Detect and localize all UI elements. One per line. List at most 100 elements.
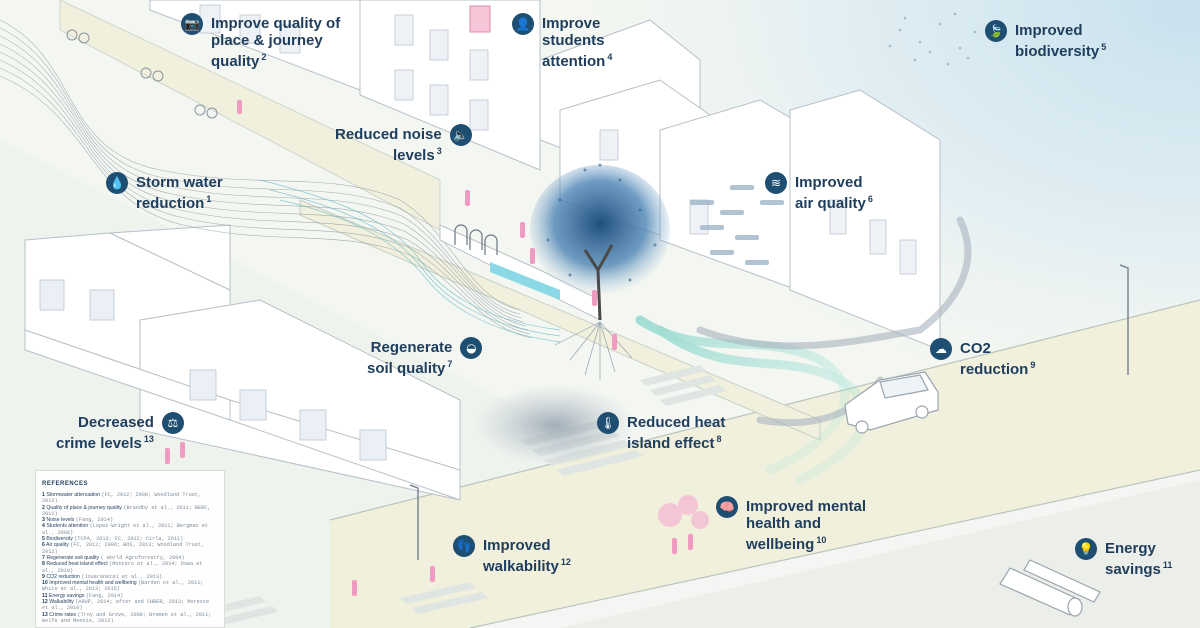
- reference-row: 3 Noise levels (Fang, 2014): [42, 517, 218, 523]
- thermometer-icon: 🌡: [597, 412, 619, 434]
- reference-source: (Jouaraneta1 et al., 2013): [81, 573, 163, 580]
- reference-title: Noise levels: [44, 517, 76, 524]
- reference-number: 6: [42, 542, 45, 549]
- reference-source: (ARUP, 2014; after and CHBER, 2013; More…: [42, 599, 210, 612]
- reference-row: 13 Crime rates (Troy and Grove, 2008; Br…: [42, 612, 218, 625]
- reference-number: 5: [42, 536, 45, 543]
- reference-title: Stormwater attenuation: [44, 492, 102, 498]
- reference-source: (Troy and Grove, 2008; Bremen et al., 20…: [42, 611, 212, 624]
- benefit-label-text: Improve quality of place & journey quali…: [211, 15, 341, 70]
- benefit-reference-number: 3: [436, 146, 442, 156]
- reference-row: 7 Regenerate soil quality ( World Agrofo…: [42, 555, 218, 561]
- camera-icon: 📷: [181, 13, 203, 35]
- heat-shadow-cloud: [475, 385, 635, 465]
- benefit-label-place: 📷 Improve quality of place & journey qual…: [181, 13, 341, 70]
- benefit-reference-number: 8: [716, 434, 722, 444]
- tree-canopy: [530, 165, 670, 295]
- pink-window: [469, 5, 491, 33]
- reference-title: Students attention: [44, 523, 90, 530]
- reference-row: 2 Quality of place & journey quality (Br…: [42, 505, 218, 518]
- reference-title: Quality of place & journey quality: [44, 504, 124, 511]
- reference-row: 9 CO2 reduction (Jouaraneta1 et al., 201…: [42, 574, 218, 580]
- street-lamps: [409, 264, 1129, 560]
- crosswalk-right: [640, 365, 726, 406]
- head-icon: 🧠: [716, 496, 738, 518]
- cyclists: [66, 29, 218, 119]
- benefit-reference-number: 12: [560, 557, 571, 567]
- blossom-tree: [658, 495, 709, 529]
- biodiversity-particles: [888, 12, 977, 66]
- benefit-reference-number: 13: [143, 434, 154, 444]
- reference-title: Energy savings: [47, 592, 86, 599]
- main-road: [330, 300, 1200, 628]
- reference-row: 5 Biodiversity (TCPA, 2013; FC, 2012; Ci…: [42, 536, 218, 542]
- reference-row: 8 Reduced heat island effect (Montero et…: [42, 561, 218, 574]
- storm-water-ribbon: [0, 19, 533, 339]
- reference-title: Reduced heat island effect: [44, 561, 110, 568]
- reference-source: (FC, 2012; 2006; Woodland Trust, 2012): [42, 492, 202, 505]
- gavel-icon: ⚖: [161, 412, 184, 434]
- road-edge-lower: [469, 469, 1200, 628]
- reference-source: (Lopez-Wright et al., 2011; Bergman et a…: [42, 523, 208, 536]
- reference-row: 12 Walkability (ARUP, 2014; after and CH…: [42, 599, 218, 612]
- benefit-reference-number: 1: [206, 194, 212, 204]
- lightbulb-icon: 💡: [1075, 538, 1097, 560]
- cloud-icon: ☁: [930, 338, 952, 360]
- reference-title: Regenerate soil quality: [44, 554, 101, 561]
- wind-icon: ≋: [765, 172, 787, 194]
- benefit-reference-number: 7: [447, 359, 453, 369]
- lower-left-windows: [39, 279, 387, 461]
- soil-icon: ◒: [460, 337, 483, 359]
- reference-number: 13: [42, 611, 48, 618]
- car: [844, 371, 939, 434]
- tree-canopy-dots: [546, 163, 657, 282]
- reference-number: 12: [42, 599, 48, 606]
- reference-number: 9: [42, 573, 45, 580]
- benefit-reference-number: 4: [607, 52, 613, 62]
- reference-number: 10: [42, 580, 48, 587]
- reference-number: 7: [42, 554, 45, 561]
- reference-source: (Fang, 2014): [75, 517, 114, 524]
- lower-left-building: [24, 224, 461, 501]
- air-flow-ribbons: [635, 315, 870, 485]
- reference-title: Crime rates: [47, 611, 78, 618]
- reference-row: 11 Energy savings (Fang, 2014): [42, 593, 218, 599]
- reference-source: (Fang, 2014): [85, 592, 124, 599]
- pedestrians: [165, 100, 693, 596]
- reference-source: (FC, 2012; 2006; BOS, 2013; Woodland Tru…: [42, 542, 205, 555]
- person-icon: 👤: [512, 13, 534, 35]
- bike-racks: [454, 224, 498, 255]
- reference-number: 3: [42, 517, 45, 524]
- benefit-reference-number: 2: [261, 52, 267, 62]
- air-quality-waves: [690, 185, 784, 265]
- reference-row: 6 Air quality (FC, 2012; 2006; BOS, 2013…: [42, 542, 218, 555]
- water-drop-icon: 💧: [106, 172, 128, 194]
- energy-pipes: [999, 559, 1101, 617]
- benefit-reference-number: 10: [816, 535, 827, 545]
- references-list: 1 Stormwater attenuation (FC, 2012; 2006…: [42, 492, 218, 624]
- reference-number: 2: [42, 504, 45, 511]
- reference-row: 4 Students attention (Lopez-Wright et al…: [42, 523, 218, 536]
- leaf-icon: 🍃: [985, 20, 1007, 42]
- storm-water-teal-lines: [259, 179, 561, 343]
- benefit-reference-number: 6: [867, 194, 873, 204]
- reference-number: 1: [42, 492, 45, 498]
